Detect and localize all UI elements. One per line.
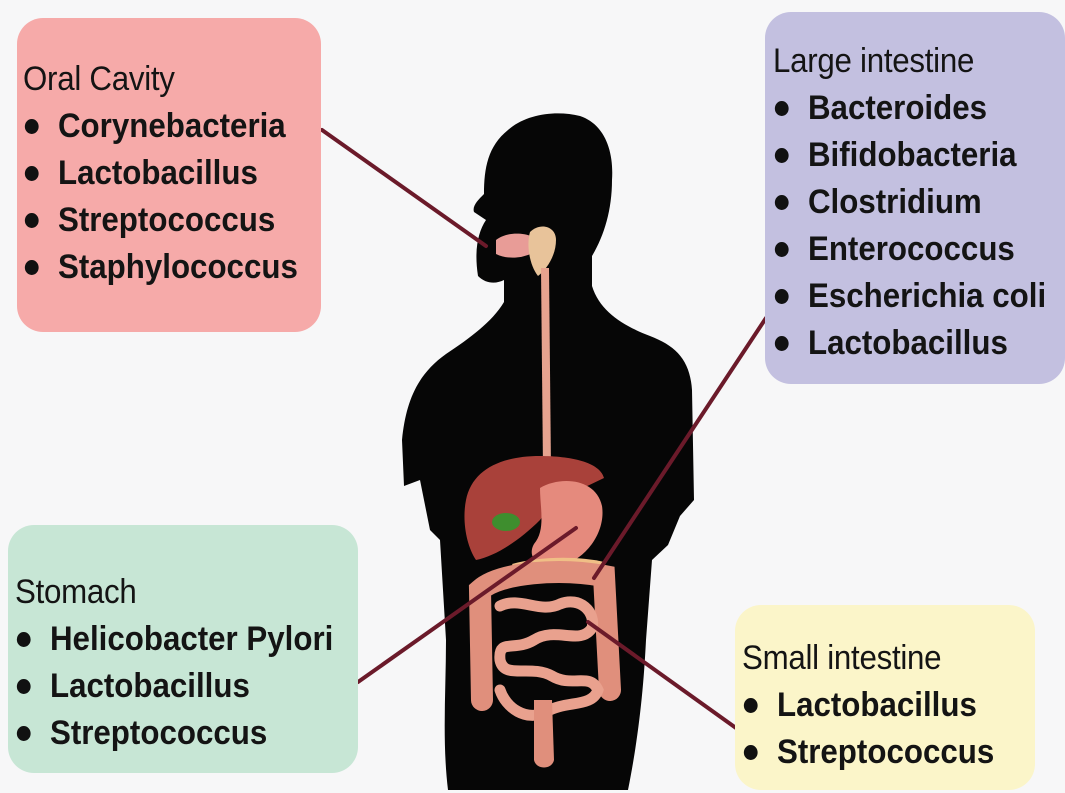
bullet-icon [17, 632, 31, 647]
list-item-label: Streptococcus [50, 714, 267, 752]
list-item: Helicobacter Pylori [15, 616, 331, 663]
list-item: Bacteroides [773, 85, 1042, 132]
list-item-label: Clostridium [808, 183, 982, 221]
bullet-icon [744, 745, 758, 760]
list-item-label: Streptococcus [58, 201, 275, 239]
list-item: Staphylococcus [23, 244, 297, 291]
oral-connector-line [322, 130, 486, 246]
list-item-label: Lactobacillus [808, 324, 1008, 362]
stomach-list: Helicobacter Pylori Lactobacillus Strept… [15, 616, 358, 757]
list-item-label: Staphylococcus [58, 248, 298, 286]
oral-cavity-box: Oral Cavity Corynebacteria Lactobacillus… [17, 18, 321, 332]
list-item-label: Corynebacteria [58, 107, 286, 145]
list-item: Streptococcus [15, 710, 331, 757]
list-item-label: Bifidobacteria [808, 136, 1017, 174]
list-item-label: Lactobacillus [58, 154, 258, 192]
bullet-icon [17, 679, 31, 694]
large-intestine-list: Bacteroides Bifidobacteria Clostridium E… [773, 85, 1065, 367]
list-item: Streptococcus [742, 729, 1012, 776]
list-item: Streptococcus [23, 197, 297, 244]
small-intestine-list: Lactobacillus Streptococcus [742, 682, 1035, 776]
oral-cavity-list: Corynebacteria Lactobacillus Streptococc… [23, 103, 321, 291]
small-intestine-title: Small intestine [742, 635, 1012, 682]
list-item: Bifidobacteria [773, 132, 1042, 179]
list-item: Lactobacillus [15, 663, 331, 710]
bullet-icon [775, 289, 789, 304]
large-intestine-title: Large intestine [773, 38, 1042, 85]
list-item: Lactobacillus [773, 320, 1042, 367]
list-item-label: Lactobacillus [777, 686, 977, 724]
list-item: Lactobacillus [742, 682, 1012, 729]
list-item-label: Escherichia coli [808, 277, 1046, 315]
list-item-label: Helicobacter Pylori [50, 620, 333, 658]
small-intestine-box: Small intestine Lactobacillus Streptococ… [735, 605, 1035, 790]
bullet-icon [775, 148, 789, 163]
bullet-icon [744, 698, 758, 713]
bullet-icon [17, 726, 31, 741]
bullet-icon [25, 260, 39, 275]
bullet-icon [775, 336, 789, 351]
bullet-icon [775, 195, 789, 210]
stomach-title: Stomach [15, 569, 331, 616]
list-item: Escherichia coli [773, 273, 1042, 320]
bullet-icon [775, 101, 789, 116]
bullet-icon [775, 242, 789, 257]
list-item: Lactobacillus [23, 150, 297, 197]
list-item-label: Streptococcus [777, 733, 994, 771]
list-item-label: Enterococcus [808, 230, 1015, 268]
list-item-label: Lactobacillus [50, 667, 250, 705]
list-item-label: Bacteroides [808, 89, 987, 127]
list-item: Clostridium [773, 179, 1042, 226]
stomach-box: Stomach Helicobacter Pylori Lactobacillu… [8, 525, 358, 773]
oral-cavity-title: Oral Cavity [23, 56, 297, 103]
bullet-icon [25, 166, 39, 181]
rectum-shape [534, 700, 554, 768]
large-intestine-box: Large intestine Bacteroides Bifidobacter… [765, 12, 1065, 384]
bullet-icon [25, 213, 39, 228]
list-item: Corynebacteria [23, 103, 297, 150]
list-item: Enterococcus [773, 226, 1042, 273]
bullet-icon [25, 119, 39, 134]
gallbladder-shape [492, 513, 520, 531]
